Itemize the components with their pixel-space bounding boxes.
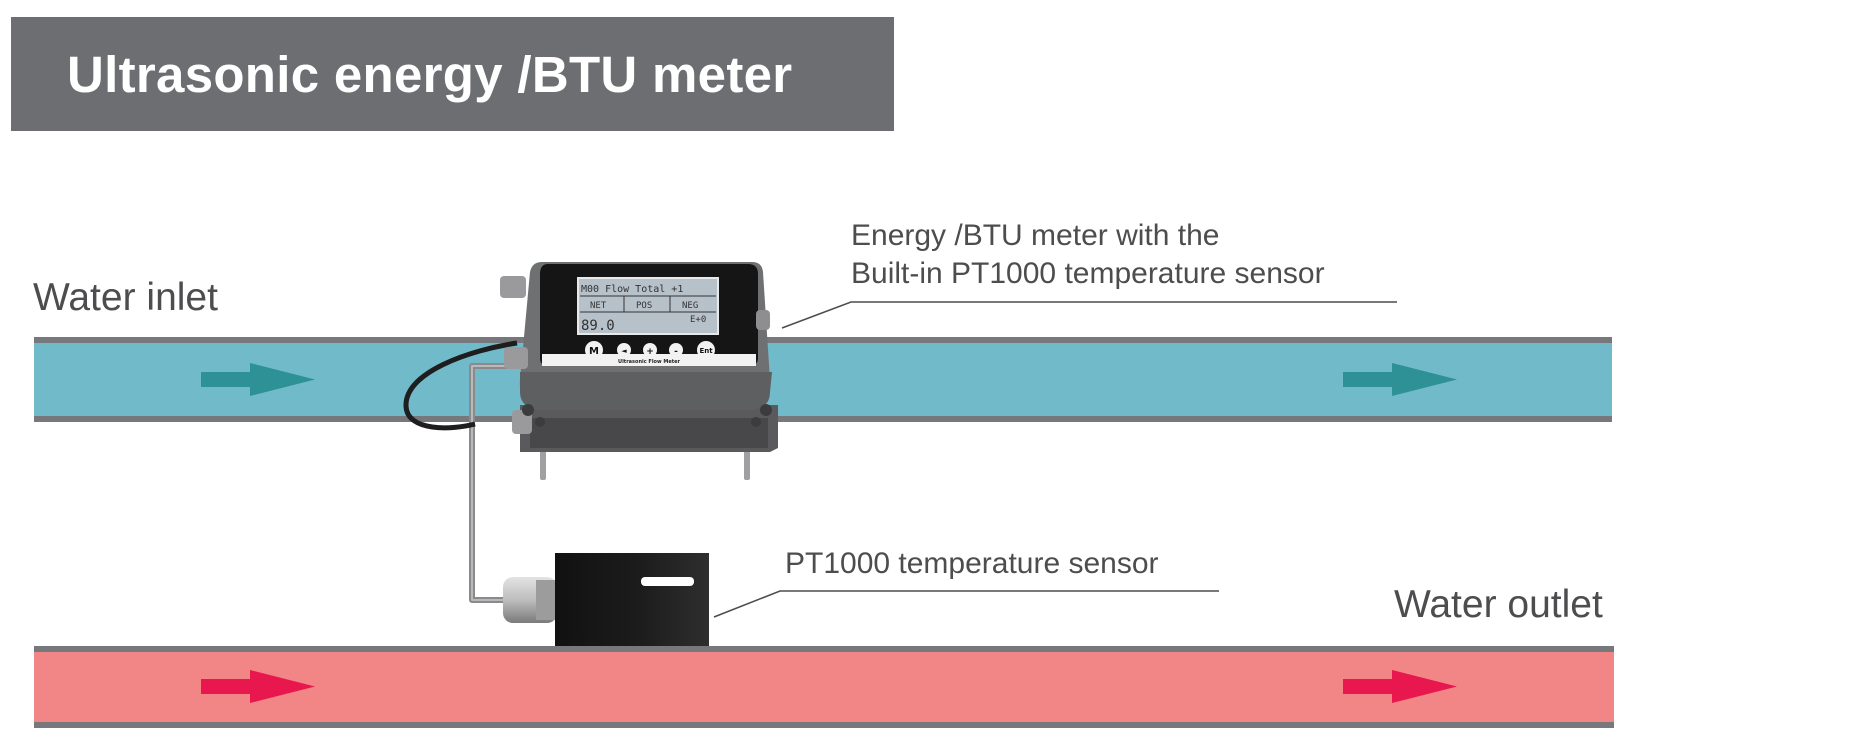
key-m <box>585 341 603 359</box>
key-minus <box>669 343 683 357</box>
device-brand-caption: Ultrasonic Flow Meter <box>618 359 680 365</box>
outlet-arrow-left <box>201 670 315 703</box>
key-plus <box>643 343 657 357</box>
key-plus-label: + <box>646 347 654 357</box>
sensor-label: PT1000 temperature sensor <box>785 547 1159 580</box>
screen-tab-net: NET <box>590 301 607 311</box>
sensor-callout-line <box>713 590 1219 618</box>
device-keypad: M ◄ + - Ent <box>585 341 715 359</box>
screen-row1: M00 Flow Total +1 <box>581 284 683 295</box>
pt1000-sensor <box>503 553 709 646</box>
sensor-cable <box>469 363 526 603</box>
key-left-label: ◄ <box>621 347 627 355</box>
key-minus-label: - <box>674 347 678 357</box>
key-ent <box>697 341 715 359</box>
water-inlet-label: Water inlet <box>33 276 218 319</box>
inlet-arrow-right <box>1343 363 1457 396</box>
screen-unit: E+0 <box>690 315 706 325</box>
page-title: Ultrasonic energy /BTU meter <box>67 45 793 103</box>
title-banner: Ultrasonic energy /BTU meter <box>11 17 894 131</box>
key-left <box>617 343 631 357</box>
outlet-arrow-right <box>1343 670 1457 703</box>
meter-label-line1: Energy /BTU meter with the <box>851 219 1220 252</box>
black-cable <box>403 340 518 431</box>
meter-label-line2: Built-in PT1000 temperature sensor <box>851 257 1325 290</box>
water-outlet-label: Water outlet <box>1394 583 1603 626</box>
screen-tab-pos: POS <box>636 301 652 311</box>
inlet-arrow-left <box>201 363 315 396</box>
key-ent-label: Ent <box>699 347 713 355</box>
key-m-label: M <box>589 346 599 357</box>
meter-callout-line <box>781 301 1397 329</box>
screen-tab-neg: NEG <box>682 301 698 311</box>
screen-value: 89.0 <box>581 318 615 334</box>
